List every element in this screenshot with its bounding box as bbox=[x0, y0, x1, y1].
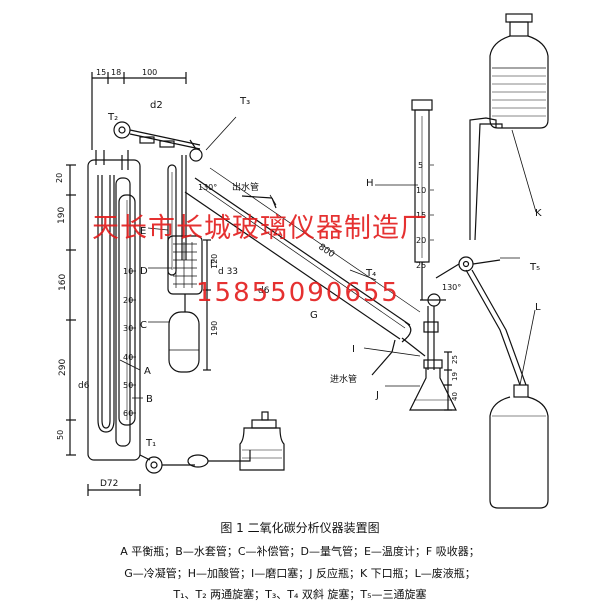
leveling-bottle bbox=[239, 411, 285, 471]
dim-left-3: 160 bbox=[58, 274, 68, 291]
label-B: B bbox=[146, 394, 153, 405]
dim-r2: 19 bbox=[451, 372, 459, 381]
scale-50: 50 bbox=[123, 381, 133, 390]
bottle-K bbox=[469, 13, 549, 241]
label-J: J bbox=[375, 390, 379, 401]
dim-left-4: 290 bbox=[58, 359, 68, 376]
thermometer-E bbox=[167, 164, 177, 276]
dim-left-5: 50 bbox=[56, 430, 65, 440]
bottle-L bbox=[465, 269, 549, 509]
dim-left-2: 190 bbox=[57, 207, 67, 224]
label-F: F bbox=[210, 259, 215, 269]
flask-dimension: 25 19 40 bbox=[444, 351, 459, 411]
label-in-water: 进水管 bbox=[330, 373, 357, 385]
bottom-dimension: D72 bbox=[87, 479, 141, 496]
dim-top-2: 18 bbox=[111, 68, 121, 77]
stopcock-T4 bbox=[420, 293, 446, 370]
reaction-flask-J bbox=[409, 359, 457, 411]
top-dimension: 15 18 100 bbox=[91, 68, 187, 150]
label-H: H bbox=[366, 178, 374, 189]
burette-5: 5 bbox=[418, 161, 423, 170]
measuring-tube-D bbox=[118, 150, 136, 426]
watermark-phone: 15855090655 bbox=[196, 278, 400, 308]
burette-25: 25 bbox=[416, 261, 426, 270]
label-out-water: 出水管 bbox=[232, 181, 259, 193]
water-jacket-B bbox=[87, 150, 141, 461]
compensation-tube-C bbox=[115, 177, 131, 447]
label-d33: d 33 bbox=[218, 267, 238, 277]
legend-line-2: G—冷凝管；H—加酸管；I—磨口塞；J 反应瓶；K 下口瓶；L—废液瓶； bbox=[124, 567, 476, 580]
stopcock-T5 bbox=[435, 256, 501, 279]
label-d2: d2 bbox=[150, 100, 163, 111]
label-d6-mid: d6 bbox=[258, 286, 270, 296]
scale-40: 40 bbox=[123, 353, 133, 362]
stopcock-T3 bbox=[181, 139, 203, 260]
figure-title: 图 1 二氧化碳分析仪器装置图 bbox=[220, 521, 380, 535]
label-I: I bbox=[352, 344, 355, 355]
burette-20: 20 bbox=[416, 236, 426, 245]
label-A: A bbox=[144, 366, 151, 377]
dim-mid-1: 120 bbox=[210, 254, 219, 269]
scale-10: 10 bbox=[123, 267, 133, 276]
label-K: K bbox=[535, 208, 542, 219]
dim-top-3: 100 bbox=[142, 68, 157, 77]
leader-lines bbox=[119, 116, 537, 399]
legend-line-1: A 平衡瓶；B—水套管；C—补偿管；D—量气管；E—温度计；F 吸收器； bbox=[120, 545, 480, 558]
label-D: D bbox=[140, 266, 148, 277]
scale-20: 20 bbox=[123, 296, 133, 305]
absorber-F bbox=[167, 235, 203, 373]
labels: T₂ d2 T₃ 130° 出水管 E D C A B d6 T₁ F d 33… bbox=[78, 96, 542, 449]
label-d6-left: d6 bbox=[78, 381, 90, 391]
label-T3: T₃ bbox=[239, 96, 250, 107]
burette-10: 10 bbox=[416, 186, 426, 195]
label-T1: T₁ bbox=[145, 438, 156, 449]
scale-30: 30 bbox=[123, 324, 133, 333]
label-angle1: 130° bbox=[198, 183, 217, 192]
acid-burette-H: 5 10 15 20 25 bbox=[411, 99, 434, 300]
dim-mid-2: 190 bbox=[210, 321, 219, 336]
dim-r3: 40 bbox=[451, 392, 459, 401]
label-T5: T₅ bbox=[529, 262, 540, 273]
mid-dimension: 120 190 bbox=[203, 239, 219, 371]
scale-60: 60 bbox=[123, 409, 133, 418]
label-T4: T₄ bbox=[365, 268, 376, 279]
dim-top-1: 15 bbox=[96, 68, 106, 77]
burette-15: 15 bbox=[416, 211, 426, 220]
stopcock-T2 bbox=[113, 121, 201, 150]
label-C: C bbox=[140, 320, 147, 331]
left-dimension: 20 190 160 290 50 bbox=[55, 164, 76, 456]
legend-line-3: T₁、T₂ 两通旋塞；T₃、T₄ 双斜 旋塞；T₅—三通旋塞 bbox=[173, 588, 427, 601]
watermark-company: 天长市长城玻璃仪器制造厂 bbox=[92, 213, 428, 244]
label-L: L bbox=[535, 302, 541, 313]
dim-r1: 25 bbox=[451, 355, 459, 364]
label-G: G bbox=[310, 310, 318, 321]
dim-left-1: 20 bbox=[55, 173, 64, 183]
balance-tube-A bbox=[97, 175, 115, 433]
stopcock-T1 bbox=[139, 450, 251, 474]
label-T2: T₂ bbox=[107, 112, 118, 123]
label-E: E bbox=[140, 226, 146, 237]
label-angle2: 130° bbox=[442, 283, 461, 292]
dim-d72: D72 bbox=[100, 479, 118, 489]
tube-scale: 10 20 30 40 50 60 bbox=[123, 267, 136, 418]
